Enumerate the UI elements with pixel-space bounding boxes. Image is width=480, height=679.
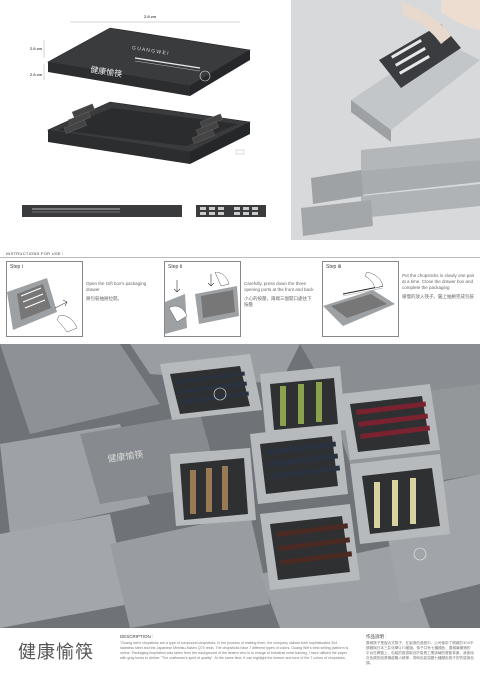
step-3-illustration: Step Ⅲ	[322, 261, 399, 337]
cn-description-text: 廣威筷子是複合式筷子，在製造的過程中，公司使用了精緻的304不銹鋼與日本三井化學…	[366, 641, 474, 665]
step-2-illustration: Step Ⅱ	[164, 261, 241, 337]
lid-side-face	[190, 50, 250, 96]
product-collection-svg: 健康愉筷	[0, 344, 480, 628]
lid-brand-text: G U A N G W E I	[131, 45, 168, 57]
instructions-title: INSTRUCTIONS FOR USE :	[6, 251, 64, 256]
description-title: DESCRIPTION :	[120, 634, 154, 639]
step-2-text-cn: 小心的按壓，兩端三個開口處往下按壓	[244, 297, 312, 308]
step-3-text-cn: 緩慢的放入筷子，闔上抽屜完成包裝	[402, 295, 474, 300]
step-2-drawing	[165, 272, 239, 334]
lid-brand-cn: 健康愉筷	[90, 64, 123, 79]
hand-drawer-photo-svg	[291, 0, 480, 240]
side-view-end	[196, 205, 266, 217]
step-3-text: Put the chopsticks in slowly one pair at…	[402, 273, 476, 301]
step-3-drawing	[323, 272, 395, 326]
instructions-divider	[0, 257, 480, 258]
side-view-long	[22, 205, 182, 217]
packaging-technical-drawing: 2.8 cm 2.6 cm 2.6 cm G U A N G W E I 健康愉…	[0, 0, 290, 240]
step-2-text: Carefully, press down the three opening …	[244, 281, 314, 309]
step-1-text-cn: 將包裝抽屜拉開。	[86, 297, 122, 302]
lid-seal-icon	[199, 70, 211, 82]
step-2-label: Step Ⅱ	[168, 264, 183, 270]
seal-icon	[213, 387, 227, 401]
box-navy2-chopsticks	[250, 424, 348, 504]
step-1-text: Open the Gift box's packaging drawer 將包裝…	[86, 281, 152, 303]
product-collection-photo: 健康愉筷	[0, 344, 480, 628]
footer-section: 健康愉筷 DESCRIPTION : "Guang wei's chopstic…	[0, 628, 480, 679]
box-navy-chopsticks	[160, 354, 262, 420]
cn-description-title: 作品說明 :	[366, 634, 387, 639]
box-bronze-chopsticks	[170, 448, 256, 526]
instructions-section: INSTRUCTIONS FOR USE : Step Ⅰ Open the G…	[0, 251, 480, 341]
tray-side-face	[190, 122, 250, 164]
box-drawing-svg: 2.8 cm 2.6 cm 2.6 cm G U A N G W E I 健康愉…	[22, 14, 266, 217]
box-brown-chopsticks	[260, 504, 360, 590]
seal-icon	[413, 547, 427, 561]
dimension-height: 2.6 cm	[30, 72, 43, 77]
step-1-text-en: Open the Gift box's packaging drawer	[86, 281, 147, 292]
lid-front-face	[48, 62, 190, 96]
box-red-chopsticks	[340, 384, 440, 460]
step-1-drawing	[7, 278, 78, 333]
tray-inner-face	[58, 108, 238, 146]
tray-front-face	[48, 130, 190, 164]
step-1-illustration: Step Ⅰ	[6, 261, 83, 337]
step-2-text-en: Carefully, press down the three opening …	[244, 281, 314, 292]
hand-drawer-photo	[291, 0, 480, 240]
step-3-text-en: Put the chopsticks in slowly one pair at…	[402, 273, 475, 290]
footer-logo-cn: 健康愉筷	[18, 642, 94, 663]
dimension-width: 2.6 cm	[30, 46, 43, 51]
step-3-label: Step Ⅲ	[326, 264, 342, 270]
dimension-length: 2.8 cm	[144, 14, 157, 19]
step-1-label: Step Ⅰ	[10, 264, 24, 270]
box-cream-chopsticks	[350, 454, 450, 544]
box-green-chopsticks	[260, 366, 346, 438]
description-text: "Guang wei's chopsticks are a type of co…	[120, 641, 349, 660]
